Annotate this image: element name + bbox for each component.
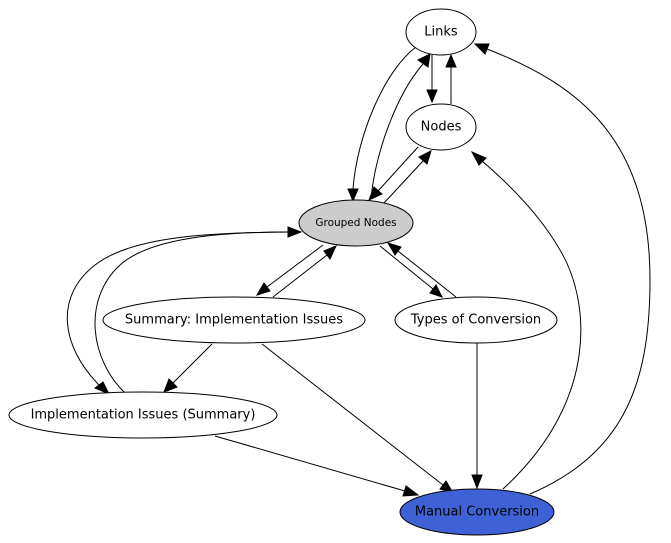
node-manual-conversion[interactable]: Manual Conversion (399, 488, 555, 536)
edge-implementation-to-grouped-nodes (94, 226, 303, 395)
edge-grouped-nodes-to-links (370, 53, 431, 199)
nodes: Links Nodes Grouped Nodes Summary: Imple… (8, 8, 558, 536)
node-summary-implementation-issues[interactable]: Summary: Implementation Issues (102, 296, 366, 344)
node-summary-implementation-issues-label: Summary: Implementation Issues (125, 313, 343, 328)
edge-types-to-grouped-nodes (386, 242, 457, 298)
node-types-of-conversion[interactable]: Types of Conversion (394, 296, 558, 344)
edge-types-to-manual (471, 343, 483, 490)
node-links-label: Links (424, 25, 458, 40)
edge-manual-to-links (473, 43, 651, 495)
edges (66, 43, 651, 497)
node-grouped-nodes[interactable]: Grouped Nodes (298, 199, 414, 247)
node-links[interactable]: Links (405, 8, 477, 56)
edge-grouped-nodes-to-summary (255, 244, 324, 296)
edge-summary-to-grouped-nodes (272, 245, 337, 298)
node-nodes[interactable]: Nodes (405, 103, 477, 151)
edge-nodes-to-links (445, 53, 457, 104)
node-types-of-conversion-label: Types of Conversion (410, 313, 541, 328)
node-nodes-label: Nodes (421, 120, 462, 135)
edge-implementation-to-manual (214, 435, 420, 497)
node-manual-conversion-label: Manual Conversion (415, 505, 539, 520)
edge-summary-to-implementation (163, 343, 213, 393)
edge-links-to-nodes (426, 55, 438, 104)
node-implementation-issues-summary-label: Implementation Issues (Summary) (31, 408, 256, 423)
edge-grouped-nodes-to-implementation (66, 231, 301, 395)
node-grouped-nodes-label: Grouped Nodes (315, 217, 396, 229)
edge-nodes-to-grouped-nodes (368, 146, 419, 201)
edge-manual-to-nodes (470, 150, 582, 490)
node-implementation-issues-summary[interactable]: Implementation Issues (Summary) (8, 391, 278, 439)
edge-links-to-grouped-nodes (347, 46, 417, 203)
edge-summary-to-manual (261, 343, 455, 494)
edge-grouped-nodes-to-nodes (383, 150, 432, 204)
edge-grouped-nodes-to-types (379, 245, 443, 298)
